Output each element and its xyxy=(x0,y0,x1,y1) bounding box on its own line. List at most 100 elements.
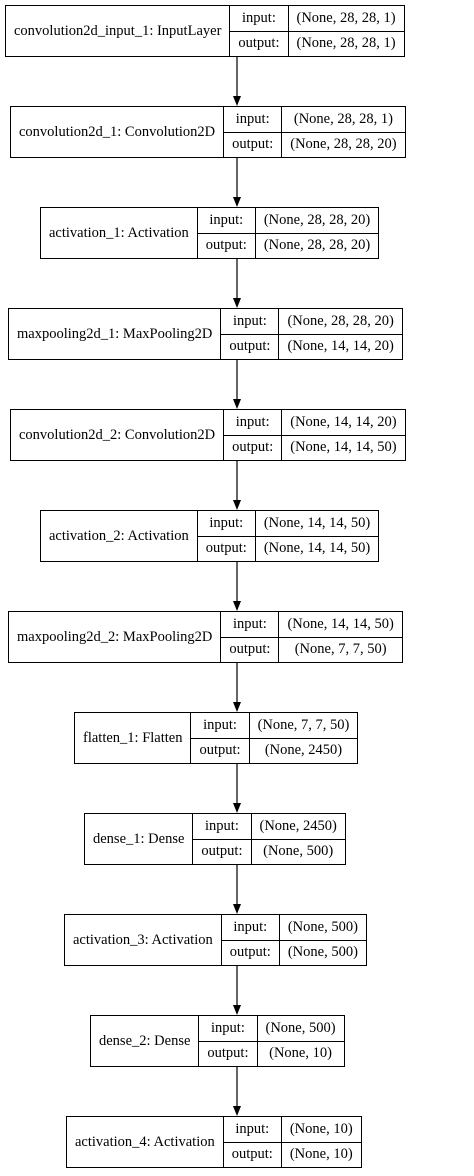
input-label: input: xyxy=(199,1016,257,1042)
io-shapes: (None, 28, 28, 20) (None, 14, 14, 20) xyxy=(279,309,402,359)
input-shape: (None, 28, 28, 1) xyxy=(288,6,404,32)
io-shapes: (None, 14, 14, 50) (None, 14, 14, 50) xyxy=(255,511,379,561)
layer-name: activation_1: Activation xyxy=(41,208,198,258)
arrow-head xyxy=(233,803,241,813)
input-label: input: xyxy=(221,612,279,638)
output-shape: (None, 28, 28, 20) xyxy=(263,237,371,254)
layer-name: convolution2d_2: Convolution2D xyxy=(11,410,225,460)
input-shape: (None, 28, 28, 1) xyxy=(282,107,405,133)
io-shapes: (None, 2450) (None, 500) xyxy=(251,814,345,864)
io-labels: input: output: xyxy=(199,1016,258,1066)
output-shape: (None, 14, 14, 50) xyxy=(263,540,371,557)
io-labels: input: output: xyxy=(197,208,256,258)
output-label: output: xyxy=(201,843,243,860)
input-label: input: xyxy=(193,814,251,840)
input-label: input: xyxy=(191,713,249,739)
input-label: input: xyxy=(197,511,255,537)
output-label: output: xyxy=(232,136,274,153)
layer-name: maxpooling2d_1: MaxPooling2D xyxy=(9,309,222,359)
io-labels: input: output: xyxy=(230,6,289,56)
output-label: output: xyxy=(232,439,274,456)
arrow-head xyxy=(233,1005,241,1015)
layer-name: activation_3: Activation xyxy=(65,915,222,965)
input-label: input: xyxy=(224,107,282,133)
output-label: output: xyxy=(229,944,271,961)
arrow-head xyxy=(233,500,241,510)
input-shape: (None, 14, 14, 50) xyxy=(255,511,379,537)
arrow-head xyxy=(233,298,241,308)
io-shapes: (None, 14, 14, 20) (None, 14, 14, 50) xyxy=(282,410,405,460)
input-shape: (None, 500) xyxy=(257,1016,344,1042)
io-shapes: (None, 10) (None, 10) xyxy=(281,1117,361,1167)
input-label: input: xyxy=(223,1117,281,1143)
arrow-head xyxy=(233,601,241,611)
input-shape: (None, 2450) xyxy=(251,814,345,840)
output-label: output: xyxy=(205,237,247,254)
output-label: output: xyxy=(205,540,247,557)
arrow-head xyxy=(233,904,241,914)
output-label: output: xyxy=(231,1146,273,1163)
io-shapes: (None, 28, 28, 20) (None, 28, 28, 20) xyxy=(255,208,379,258)
layer-name: maxpooling2d_2: MaxPooling2D xyxy=(9,612,222,662)
input-label: input: xyxy=(221,309,279,335)
io-shapes: (None, 28, 28, 1)(None, 28, 28, 1) xyxy=(288,6,404,56)
output-shape: (None, 14, 14, 20) xyxy=(287,338,394,355)
io-labels: input: output: xyxy=(224,107,283,157)
output-shape: (None, 500) xyxy=(287,944,358,961)
input-label: input: xyxy=(230,6,288,32)
output-shape: (None, 28, 28, 20) xyxy=(290,136,397,153)
arrow-head xyxy=(233,96,241,106)
input-label: input: xyxy=(224,410,282,436)
output-shape: (None, 14, 14, 50) xyxy=(290,439,397,456)
layer-name: dense_1: Dense xyxy=(85,814,194,864)
arrow-head xyxy=(233,197,241,207)
layer-name: convolution2d_1: Convolution2D xyxy=(11,107,225,157)
input-shape: (None, 14, 14, 20) xyxy=(282,410,405,436)
io-shapes: (None, 7, 7, 50) (None, 2450) xyxy=(249,713,358,763)
io-shapes: (None, 500) (None, 10) xyxy=(257,1016,344,1066)
output-label: output: xyxy=(229,641,271,658)
io-labels: input: output: xyxy=(191,713,250,763)
output-shape: (None, 2450) xyxy=(264,742,343,759)
output-shape: (None, 10) xyxy=(269,1045,332,1062)
input-shape: (None, 28, 28, 20) xyxy=(279,309,402,335)
output-shape: (None, 500) xyxy=(263,843,334,860)
input-shape: (None, 7, 7, 50) xyxy=(249,713,358,739)
input-shape: (None, 28, 28, 20) xyxy=(255,208,379,234)
arrow-head xyxy=(233,399,241,409)
io-labels: input: output: xyxy=(221,915,280,965)
io-labels: input: output: xyxy=(193,814,252,864)
input-shape: (None, 10) xyxy=(281,1117,361,1143)
layer-name: flatten_1: Flatten xyxy=(75,713,192,763)
layer-name: activation_4: Activation xyxy=(67,1117,224,1167)
io-labels: input: output: xyxy=(197,511,256,561)
input-label: input: xyxy=(221,915,279,941)
output-label: output: xyxy=(207,1045,249,1062)
arrow-head xyxy=(233,702,241,712)
output-label: output: xyxy=(229,338,271,355)
io-labels: input: output: xyxy=(223,1117,282,1167)
output-label: output: xyxy=(238,35,280,52)
output-label: output: xyxy=(199,742,241,759)
layer-name: convolution2d_input_1: InputLayer xyxy=(6,6,231,56)
io-shapes: (None, 14, 14, 50)(None, 7, 7, 50) xyxy=(279,612,402,662)
input-label: input: xyxy=(197,208,255,234)
input-shape: (None, 500) xyxy=(279,915,366,941)
io-labels: input: output: xyxy=(221,612,280,662)
output-shape: (None, 10) xyxy=(289,1146,353,1163)
io-labels: input: output: xyxy=(221,309,280,359)
layer-name: activation_2: Activation xyxy=(41,511,198,561)
